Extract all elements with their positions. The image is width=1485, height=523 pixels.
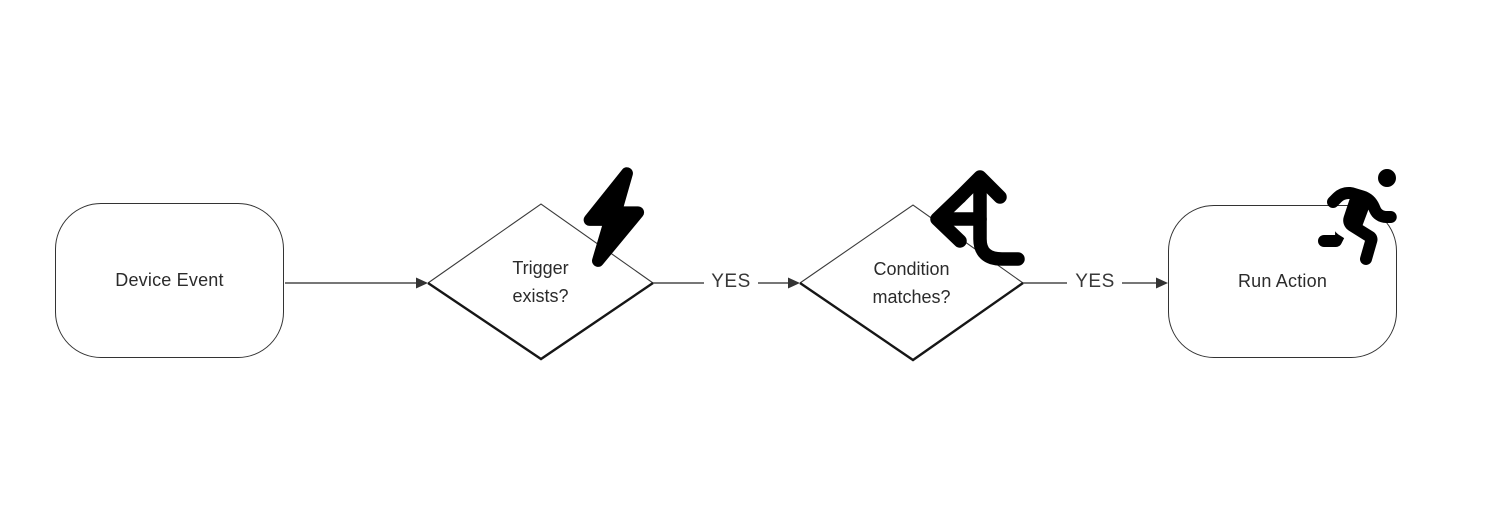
arrowhead-icon bbox=[416, 277, 428, 289]
node-condition-matches-label: Condition matches? bbox=[872, 258, 951, 307]
edge-label-yes-2: YES bbox=[1075, 271, 1115, 292]
node-device-event-label: Device Event bbox=[115, 270, 224, 290]
edge-label-yes-1: YES bbox=[711, 271, 751, 292]
node-run-action-label: Run Action bbox=[1237, 271, 1328, 291]
arrowhead-icon bbox=[788, 277, 800, 289]
arrowhead-icon bbox=[1156, 277, 1168, 289]
edge-device-event-to-trigger bbox=[285, 277, 428, 289]
node-run-action: Run Action bbox=[1168, 205, 1397, 358]
node-trigger-exists-label: Trigger exists? bbox=[512, 257, 569, 306]
node-device-event: Device Event bbox=[55, 203, 284, 358]
